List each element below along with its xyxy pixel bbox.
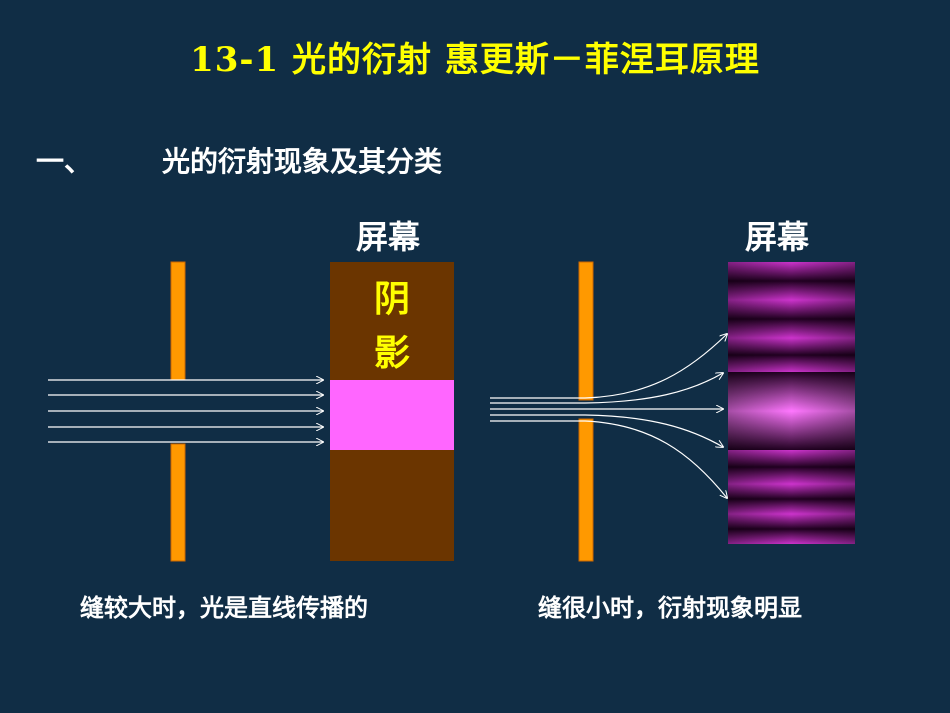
left-screen-top-shadow [330,262,454,380]
section-heading: 光的衍射现象及其分类 [162,145,443,178]
right-light-rays [490,334,727,498]
page-title: 13-1 光的衍射 惠更斯－菲涅耳原理 [190,40,760,80]
left-slit-lower [170,443,186,562]
shadow-label-char-1: 阴 [373,279,410,320]
section-number: 一、 [36,145,93,178]
left-bright-band [330,380,454,450]
left-slit-upper [170,261,186,381]
left-screen-bottom-shadow [330,450,454,561]
right-slit-plate [578,261,594,562]
left-caption: 缝较大时，光是直线传播的 [80,594,368,622]
left-screen [330,262,454,561]
light-ray [490,334,727,399]
left-slit-plate [170,261,186,562]
left-screen-label: 屏幕 [356,218,421,256]
right-caption: 缝很小时，衍射现象明显 [538,594,802,622]
right-slit-upper [578,261,594,401]
right-diffraction-screen [728,262,855,544]
right-slit-lower [578,418,594,562]
right-screen-label: 屏幕 [745,218,810,256]
light-ray [490,373,723,404]
light-ray [490,420,727,498]
shadow-label-char-2: 影 [373,333,410,374]
left-light-rays [48,380,323,442]
light-ray [490,414,723,447]
